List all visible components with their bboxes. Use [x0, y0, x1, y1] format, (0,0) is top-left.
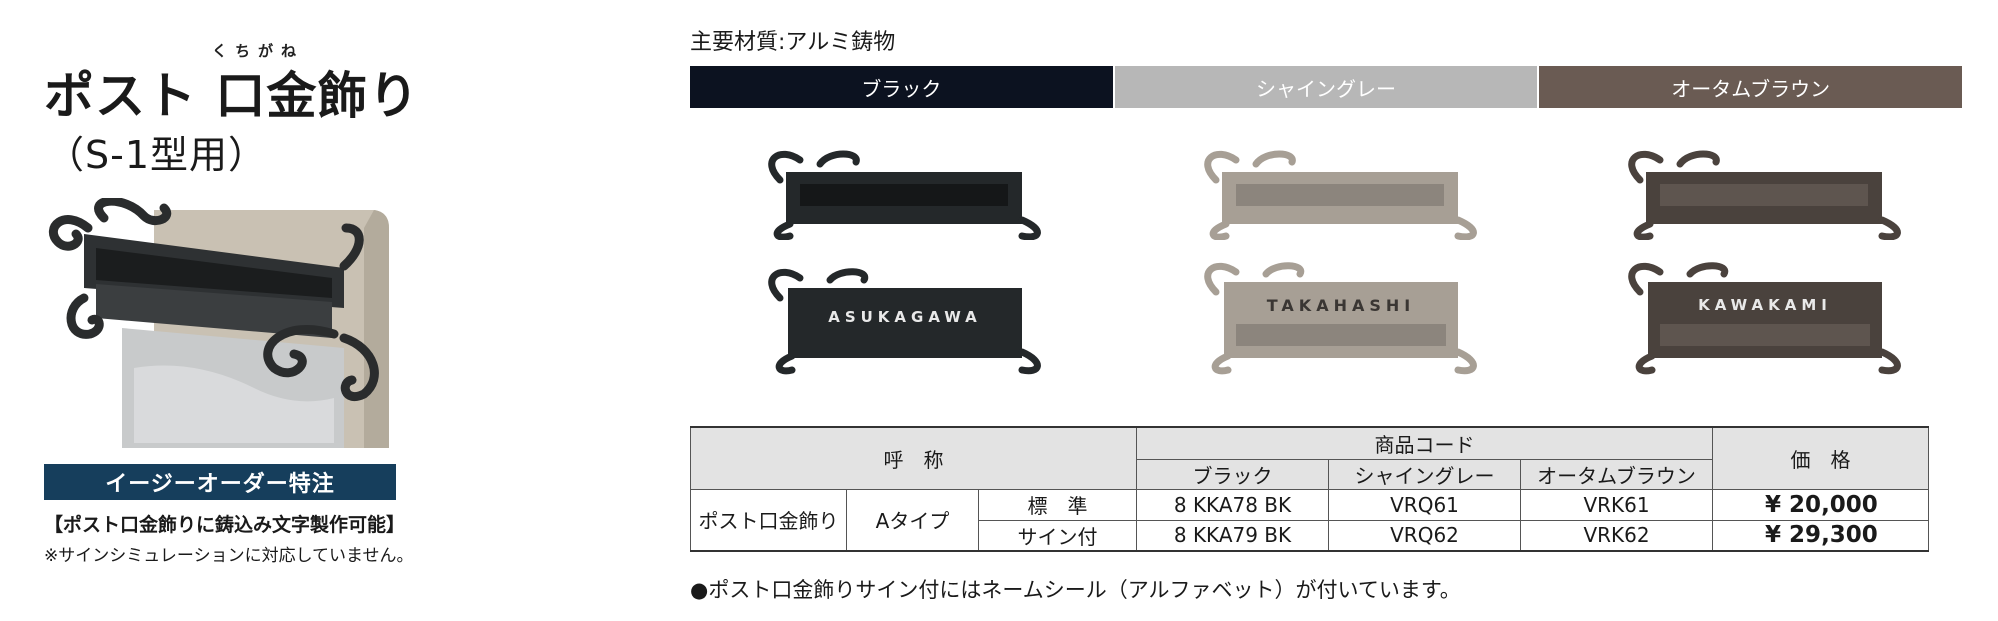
- code-cell: 8 KKA79 BK: [1136, 519, 1330, 552]
- material-label: 主要材質:アルミ鋳物: [690, 30, 896, 55]
- sign-text-brown: KAWAKAMI: [1698, 296, 1832, 314]
- plate-grey-standard: [1204, 150, 1477, 240]
- post-product-image: [48, 198, 389, 448]
- color-label-autumn-brown: オータムブラウン: [1539, 66, 1963, 108]
- code-cell: VRQ61: [1328, 488, 1522, 521]
- header-code-brown: オータムブラウン: [1520, 458, 1714, 490]
- plate-brown-standard: [1628, 150, 1901, 240]
- price-cell: ¥ 29,300: [1712, 519, 1930, 552]
- variant-cell: 標 準: [977, 488, 1138, 521]
- price-cell: ¥ 20,000: [1712, 488, 1930, 521]
- sign-text-black: ASUKAGAWA: [828, 308, 982, 326]
- title-ruby: くちがね: [212, 42, 305, 60]
- code-cell: 8 KKA78 BK: [1136, 488, 1330, 521]
- table-row: サイン付 8 KKA79 BK VRQ62 VRK62 ¥ 29,300: [691, 519, 1930, 552]
- feature-text: 【ポスト口金飾りに鋳込み文字製作可能】: [44, 514, 406, 536]
- product-name-cell: ポスト口金飾り: [690, 488, 847, 552]
- color-label-black: ブラック: [690, 66, 1113, 108]
- header-name: 呼 称: [689, 426, 1138, 490]
- plate-black-sign: [768, 268, 1041, 375]
- header-price: 価 格: [1712, 426, 1930, 490]
- sign-text-grey: TAKAHASHI: [1266, 296, 1416, 315]
- plate-grey-sign: [1204, 262, 1477, 375]
- code-cell: VRK62: [1520, 519, 1714, 552]
- table-row: ポスト口金飾り Aタイプ 標 準 8 KKA78 BK VRQ61 VRK61 …: [690, 488, 1930, 552]
- easy-order-badge: イージーオーダー特注: [44, 464, 396, 500]
- footnote: ●ポスト口金飾りサイン付にはネームシール（アルファベット）が付いています。: [690, 578, 1461, 602]
- color-header-bar: ブラック シャイングレー オータムブラウン: [690, 66, 1963, 108]
- spec-table: 呼 称 商品コード 価 格 ブラック シャイングレー オータムブラウン ポスト口…: [689, 426, 1930, 552]
- simulation-note: ※サインシミュレーションに対応していません。: [44, 546, 414, 566]
- page-title: ポスト 口金飾り: [44, 67, 420, 125]
- header-code-grey: シャイングレー: [1328, 458, 1522, 490]
- color-label-shine-grey: シャイングレー: [1112, 66, 1540, 108]
- plate-brown-sign: [1628, 262, 1901, 375]
- code-cell: VRQ62: [1328, 519, 1522, 552]
- variant-cell: サイン付: [977, 519, 1138, 552]
- header-code-black: ブラック: [1136, 458, 1330, 490]
- plate-black-standard: [768, 150, 1041, 240]
- code-cell: VRK61: [1520, 488, 1714, 521]
- page-subtitle: （S-1型用）: [46, 133, 268, 177]
- header-product-code: 商品コード: [1136, 426, 1714, 460]
- product-type-cell: Aタイプ: [846, 488, 979, 552]
